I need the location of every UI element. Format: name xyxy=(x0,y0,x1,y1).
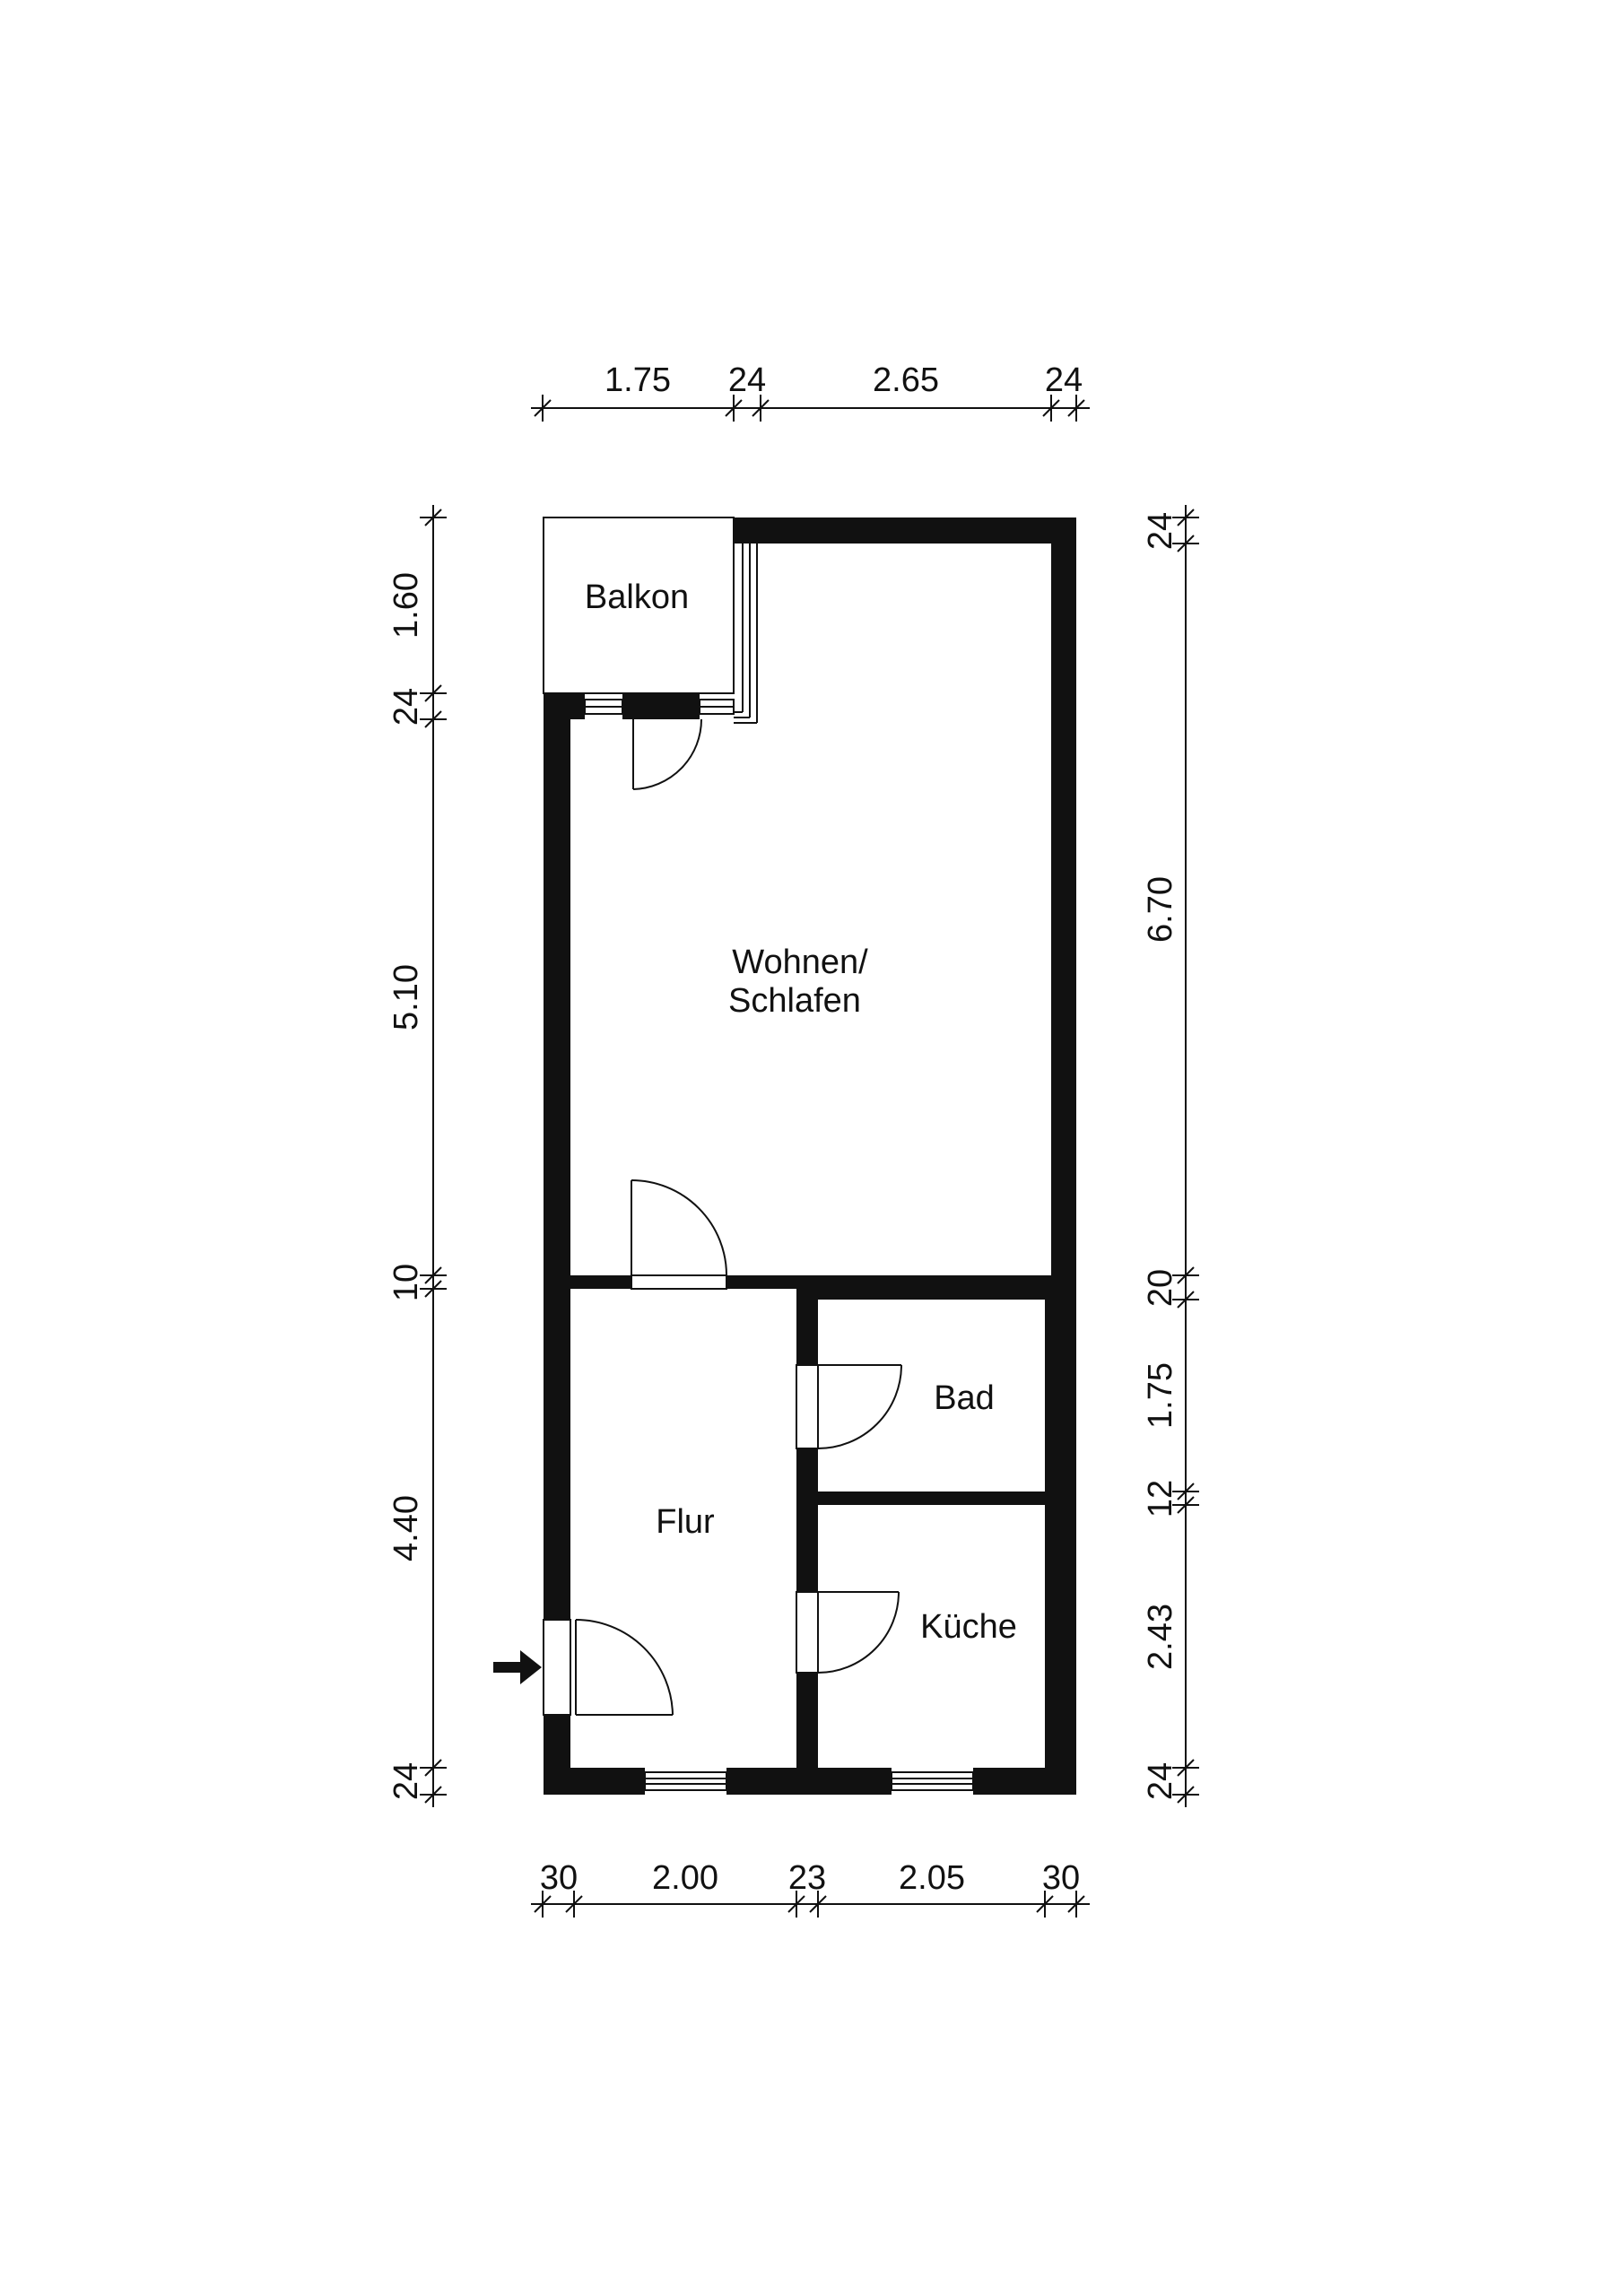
room-label-wohnen-2: Schlafen xyxy=(728,982,861,1020)
dim-bottom-kueche-width: 2.05 xyxy=(899,1859,965,1897)
dim-bottom-wall-middle: 23 xyxy=(788,1859,826,1897)
wall-right-inner-lower xyxy=(1045,1275,1076,1795)
window-flur xyxy=(644,1771,727,1791)
dim-top-room-width: 2.65 xyxy=(873,361,939,399)
balkon-area xyxy=(543,517,758,724)
wall-bottom-1 xyxy=(544,1768,645,1795)
dim-right-bad-depth: 1.75 xyxy=(1142,1362,1179,1429)
wall-flur-bad-2 xyxy=(796,1448,818,1592)
wall-middle-left xyxy=(544,1275,631,1289)
wall-flur-bad-1 xyxy=(796,1275,818,1365)
room-label-balkon: Balkon xyxy=(585,578,689,616)
room-label-wohnen-1: Wohnen/ xyxy=(732,944,868,981)
window-kueche xyxy=(891,1771,974,1791)
dim-left-wall-2: 10 xyxy=(387,1264,425,1301)
room-label-kueche: Küche xyxy=(920,1608,1017,1646)
door-balkon xyxy=(632,718,702,790)
dim-right-wall-2: 20 xyxy=(1142,1269,1179,1307)
dim-right-wall-top: 24 xyxy=(1142,512,1179,550)
wall-left-upper xyxy=(544,693,570,1620)
dim-bottom-flur-width: 2.00 xyxy=(652,1859,718,1897)
dimension-chain-top: 1.75 24 2.65 24 xyxy=(531,361,1090,422)
door-kueche xyxy=(796,1591,900,1674)
dim-right-kueche-depth: 2.43 xyxy=(1142,1604,1179,1670)
wall-middle-right-thick xyxy=(796,1275,1076,1300)
wall-flur-bad-3 xyxy=(796,1673,818,1795)
dimension-chain-bottom: 30 2.00 23 2.05 30 xyxy=(531,1859,1090,1918)
door-bad xyxy=(796,1364,902,1449)
windows xyxy=(584,699,974,1791)
dim-left-wall-1: 24 xyxy=(387,688,425,726)
dimension-chain-right: 24 6.70 20 1.75 12 2.43 24 xyxy=(1142,505,1199,1807)
room-label-bad: Bad xyxy=(934,1379,995,1417)
dim-bottom-wall-right: 30 xyxy=(1042,1859,1080,1897)
door-entrance xyxy=(543,1619,674,1716)
dim-bottom-wall-left: 30 xyxy=(540,1859,578,1897)
room-labels: Balkon Wohnen/ Schlafen Flur Bad Küche xyxy=(585,578,1017,1646)
dim-top-wall-1: 24 xyxy=(728,361,766,399)
dim-left-wohnen-depth: 5.10 xyxy=(387,964,425,1031)
room-label-flur: Flur xyxy=(656,1503,715,1541)
dim-left-wall-3: 24 xyxy=(387,1762,425,1800)
dim-right-wall-bottom: 24 xyxy=(1142,1762,1179,1800)
dimension-chain-left: 1.60 24 5.10 10 4.40 24 xyxy=(387,505,447,1807)
wall-top xyxy=(734,517,1076,544)
doors xyxy=(543,718,902,1716)
dim-top-balkon-width: 1.75 xyxy=(605,361,671,399)
walls xyxy=(544,517,1076,1795)
wall-balkon-right xyxy=(734,517,760,544)
dim-right-wohnen-depth: 6.70 xyxy=(1142,876,1179,943)
dim-top-wall-2: 24 xyxy=(1045,361,1083,399)
dim-left-balkon-depth: 1.60 xyxy=(387,572,425,639)
door-wohnen xyxy=(631,1179,727,1290)
entrance-arrow-icon xyxy=(493,1650,542,1684)
dim-left-flur-depth: 4.40 xyxy=(387,1495,425,1561)
wall-bad-kueche xyxy=(796,1492,1076,1505)
dim-right-wall-3: 12 xyxy=(1142,1480,1179,1518)
wall-balkon-mid xyxy=(622,693,700,719)
